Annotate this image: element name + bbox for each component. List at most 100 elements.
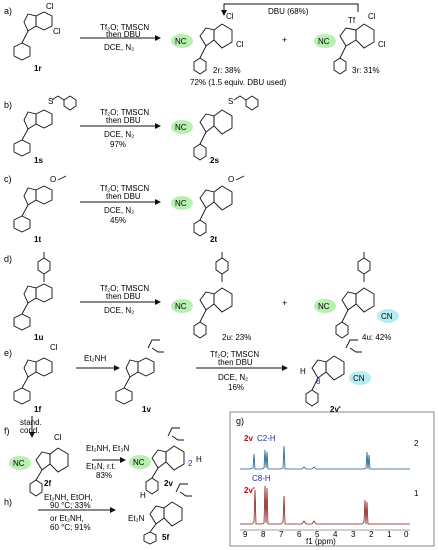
yield-4u: 4u: 42% — [362, 333, 391, 342]
compound-id-1v: 1v — [142, 405, 151, 414]
x-tick: 0 — [404, 530, 409, 539]
svg-text:then DBU: then DBU — [106, 30, 141, 39]
svg-text:NC: NC — [175, 37, 187, 46]
svg-text:Tf: Tf — [348, 16, 356, 25]
svg-text:H: H — [300, 367, 306, 376]
nmr-bottom-y-tick: 1 — [414, 489, 419, 498]
svg-text:Et₃N, r.t.: Et₃N, r.t. — [86, 462, 116, 471]
yield-2r: 2r: 38% — [213, 66, 241, 75]
x-tick: 4 — [333, 530, 338, 539]
compound-5f: H Et₂N — [128, 483, 192, 545]
panel-a-label: a) — [4, 6, 12, 16]
compound-id-2t: 2t — [210, 235, 217, 244]
svg-text:Et₂NH: Et₂NH — [84, 354, 106, 363]
svg-text:Cl: Cl — [226, 12, 234, 21]
panel-d-label: d) — [4, 254, 12, 264]
svg-text:DCE, N₂: DCE, N₂ — [104, 206, 134, 215]
svg-text:DCE, N₂: DCE, N₂ — [104, 130, 134, 139]
svg-text:then DBU: then DBU — [106, 192, 141, 201]
x-tick: 2 — [369, 530, 374, 539]
svg-text:Tf₂O; TMSCN: Tf₂O; TMSCN — [100, 284, 149, 293]
panel-g-label: g) — [236, 416, 244, 426]
svg-text:then DBU: then DBU — [106, 116, 141, 125]
svg-text:O: O — [50, 175, 56, 184]
svg-text:NC: NC — [175, 123, 187, 132]
compound-3r: NC Tf Cl Cl — [314, 12, 386, 75]
nmr-top-compound: 2v — [244, 434, 253, 443]
compound-id-2v-prime: 2v' — [330, 405, 341, 414]
compound-2v: NC 2 H — [129, 427, 202, 495]
svg-text:90 °C; 33%: 90 °C; 33% — [50, 501, 91, 510]
panel-c-label: c) — [4, 174, 12, 184]
svg-text:Et₂NH, EtOH,: Et₂NH, EtOH, — [44, 493, 92, 502]
panel-h-label: h) — [4, 497, 12, 507]
x-tick: 8 — [261, 530, 266, 539]
nmr-top-y-tick: 2 — [414, 439, 419, 448]
svg-text:Et₂N: Et₂N — [128, 514, 145, 523]
nmr-x-axis-label: f1 (ppm) — [306, 537, 336, 546]
svg-text:stand.: stand. — [20, 418, 42, 427]
svg-text:S: S — [48, 97, 53, 106]
svg-text:Tf₂O; TMSCN: Tf₂O; TMSCN — [100, 23, 149, 32]
compound-1u — [13, 252, 53, 331]
svg-text:S: S — [228, 97, 233, 106]
svg-text:NC: NC — [318, 37, 330, 46]
svg-text:then DBU: then DBU — [218, 358, 253, 367]
yield-3r: 3r: 31% — [352, 66, 380, 75]
svg-text:NC: NC — [175, 199, 187, 208]
svg-text:Cl: Cl — [46, 2, 54, 11]
compound-2v-prime: H 8 CN — [300, 339, 371, 407]
x-tick: 7 — [279, 530, 284, 539]
svg-text:Cl: Cl — [54, 433, 62, 442]
svg-text:Tf₂O; TMSCN: Tf₂O; TMSCN — [210, 350, 259, 359]
compound-id-2s: 2s — [210, 156, 219, 165]
compound-id-5f: 5f — [162, 533, 169, 542]
svg-text:DCE, N₂: DCE, N₂ — [104, 306, 134, 315]
compound-id-1t: 1t — [34, 235, 41, 244]
svg-text:then DBU: then DBU — [106, 292, 141, 301]
nmr-top-peak-label: C2-H — [257, 434, 276, 443]
compound-1s: S — [13, 95, 77, 157]
svg-text:or Et₂NH,: or Et₂NH, — [50, 514, 84, 523]
compound-1f: Cl — [13, 343, 58, 405]
compound-id-2v: 2v — [164, 479, 173, 488]
yield-2u: 2u: 23% — [222, 333, 251, 342]
svg-text:H: H — [140, 491, 146, 500]
nmr-bottom-compound: 2v' — [244, 486, 255, 495]
nmr-x-axis: 9 8 7 6 5 4 3 2 1 0 f1 (ppm) — [240, 529, 410, 546]
svg-text:60 °C; 91%: 60 °C; 91% — [50, 523, 91, 532]
svg-text:Tf₂O; TMSCN: Tf₂O; TMSCN — [100, 184, 149, 193]
compound-2s: NC S — [171, 95, 259, 161]
compound-4u: NC CN — [314, 252, 399, 339]
compound-id-1s: 1s — [34, 156, 43, 165]
panel-b-label: b) — [4, 100, 12, 110]
svg-text:Cl: Cl — [236, 40, 244, 49]
svg-text:2: 2 — [188, 459, 193, 468]
svg-text:+: + — [282, 35, 287, 45]
compound-1r: Cl Cl — [13, 2, 61, 61]
compound-2f: NC Cl — [9, 433, 69, 497]
svg-text:CN: CN — [353, 374, 365, 383]
compound-1t: O — [13, 175, 67, 233]
svg-text:Cl: Cl — [50, 343, 58, 352]
x-tick: 5 — [315, 530, 320, 539]
svg-text:O: O — [228, 175, 234, 184]
svg-text:97%: 97% — [110, 140, 126, 149]
compound-id-2f: 2f — [44, 479, 51, 488]
note-2r: 72% (1.5 equiv. DBU used) — [190, 78, 287, 87]
svg-text:45%: 45% — [110, 216, 126, 225]
nmr-top-spectrum — [240, 445, 410, 470]
svg-text:H: H — [196, 455, 202, 464]
svg-text:DCE, N₂: DCE, N₂ — [218, 373, 248, 382]
svg-text:8: 8 — [316, 377, 321, 386]
svg-text:+: + — [282, 298, 287, 308]
panel-f-label: f) — [4, 426, 10, 436]
svg-text:NC: NC — [133, 458, 145, 467]
svg-text:Cl: Cl — [378, 40, 386, 49]
compound-2t: NC O — [171, 175, 245, 237]
dbu-conversion-label: DBU (68%) — [268, 7, 309, 16]
svg-text:Cl: Cl — [53, 27, 61, 36]
compound-2r: NC Cl Cl — [171, 12, 244, 75]
